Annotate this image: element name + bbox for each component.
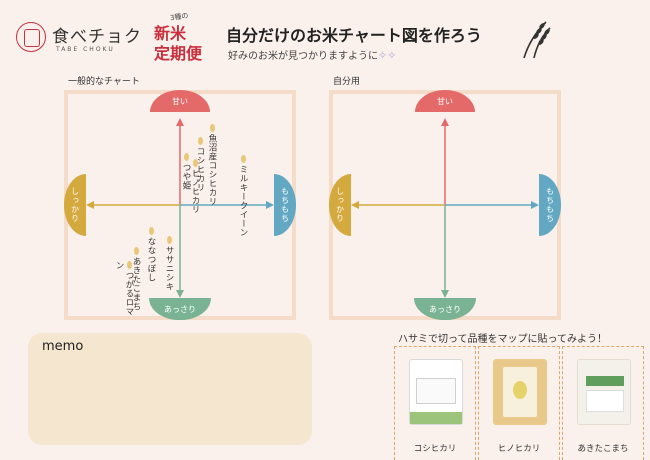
- axis-label-sweet: 甘い: [150, 90, 210, 112]
- rice-grain-icon: [240, 155, 246, 163]
- own-chart-label: 自分用: [333, 77, 361, 87]
- rice-grain-icon: [197, 137, 203, 145]
- brand-name-en: TABE CHOKU: [56, 46, 115, 53]
- rice-bag-image: [493, 359, 547, 425]
- rice-grain-icon: [133, 247, 139, 255]
- brand-name: 食べチョク: [52, 27, 142, 47]
- axis-label-firm: しっかり: [64, 174, 86, 236]
- axis-up-arrow: [441, 118, 449, 126]
- axis-up-arrow: [176, 118, 184, 126]
- rice-bag-image: [577, 359, 631, 425]
- rice-grain-icon: [209, 124, 215, 132]
- product-name: ヒノヒカリ: [497, 444, 541, 454]
- badge-line1: 新米: [154, 24, 187, 43]
- axis-left-arrow: [351, 201, 359, 209]
- variety-label: あきたこまち: [131, 247, 141, 311]
- axis-down-arrow: [441, 290, 449, 298]
- variety-label: ヒノヒカリ: [190, 159, 200, 214]
- own-chart-axes: [351, 118, 539, 298]
- variety-label: ササニシキ: [164, 236, 174, 291]
- rice-bag-image: [409, 359, 463, 425]
- subtitle-text: 好みのお米が見つかりますように: [228, 51, 378, 62]
- rice-grain-icon: [148, 227, 154, 235]
- rice-plant-icon: [523, 21, 551, 59]
- subscription-badge: 3種の 新米 定期便: [148, 12, 214, 63]
- variety-label: 魚沼産コシヒカリ: [207, 124, 217, 206]
- rice-grain-icon: [183, 153, 189, 161]
- general-chart-axes: [86, 118, 274, 298]
- memo-area[interactable]: memo: [28, 333, 312, 445]
- general-chart-label: 一般的なチャート: [68, 77, 140, 87]
- page-title: 自分だけのお米チャート図を作ろう: [226, 26, 482, 45]
- brand-logo: 食べチョク TABE CHOKU: [16, 20, 141, 60]
- variety-label: ななつぼし: [146, 227, 156, 282]
- rice-grain-icon: [166, 236, 172, 244]
- cutout-card-2[interactable]: ヒノヒカリ: [478, 346, 560, 460]
- product-name: あきたこまち: [577, 444, 629, 454]
- product-name: コシヒカリ: [413, 444, 457, 454]
- axis-right-arrow: [266, 201, 274, 209]
- cutout-instructions: ハサミで切って品種をマップに貼ってみよう！: [398, 334, 607, 345]
- rice-grain-icon: [126, 261, 132, 269]
- axis-label-mochi: もちもち: [274, 174, 296, 236]
- axis-right-arrow: [531, 201, 539, 209]
- memo-title: memo: [42, 339, 84, 354]
- axis-label-mochi: もちもち: [539, 174, 561, 236]
- general-chart-panel: 甘い あっさり しっかり もちもち 魚沼産コシヒカリコシヒカリつや姫ヒノヒカリ ミ…: [64, 90, 296, 320]
- axis-left-arrow: [86, 201, 94, 209]
- variety-label: コシヒカリ: [195, 137, 205, 192]
- page-subtitle: 好みのお米が見つかりますように✧✧: [228, 47, 396, 62]
- variety-label: つがるロマン: [114, 261, 134, 316]
- cutout-card-3[interactable]: あきたこまち: [562, 346, 644, 460]
- badge-line2: 定期便: [154, 44, 203, 63]
- variety-label: つや姫: [181, 153, 191, 190]
- cutout-card-1[interactable]: コシヒカリ: [394, 346, 476, 460]
- logo-mark-icon: [16, 22, 46, 52]
- axis-label-light: あっさり: [149, 298, 211, 320]
- axis-label-sweet: 甘い: [415, 90, 475, 112]
- axis-label-firm: しっかり: [329, 174, 351, 236]
- rice-grain-icon: [192, 159, 198, 167]
- variety-label: ミルキークイーン: [238, 155, 248, 237]
- axis-label-light: あっさり: [414, 298, 476, 320]
- axis-down-arrow: [176, 290, 184, 298]
- own-chart-panel[interactable]: 甘い あっさり しっかり もちもち: [329, 90, 561, 320]
- sparkle-icon: ✧✧: [378, 49, 397, 62]
